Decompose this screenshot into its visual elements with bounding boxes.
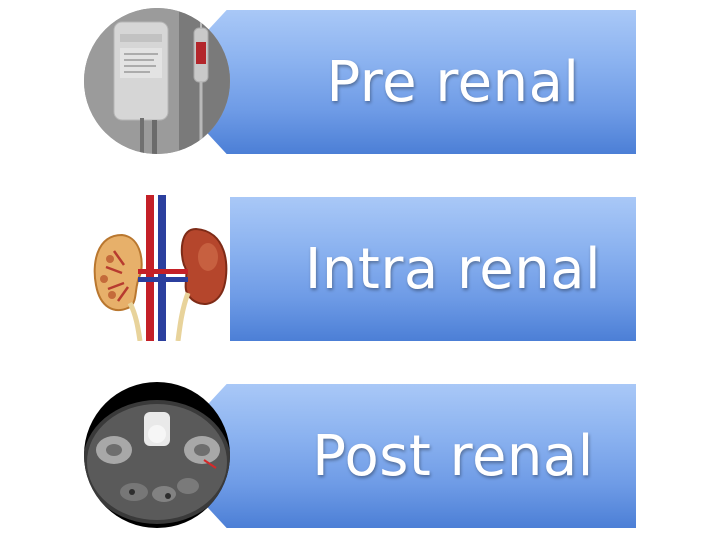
iv-fluid-bag-image bbox=[84, 8, 230, 154]
pre-renal-banner: Pre renal bbox=[160, 10, 636, 154]
intra-renal-row: Intra renal bbox=[0, 195, 720, 341]
post-renal-row: Post renal bbox=[0, 382, 720, 528]
pre-renal-label: Pre renal bbox=[326, 49, 580, 115]
ct-scan-image bbox=[84, 382, 230, 528]
post-renal-banner: Post renal bbox=[160, 384, 636, 528]
intra-renal-label: Intra renal bbox=[304, 236, 602, 302]
kidney-illustration-image bbox=[84, 195, 230, 341]
post-renal-label: Post renal bbox=[312, 423, 594, 489]
intra-renal-banner: Intra renal bbox=[160, 197, 636, 341]
pre-renal-row: Pre renal bbox=[0, 8, 720, 154]
